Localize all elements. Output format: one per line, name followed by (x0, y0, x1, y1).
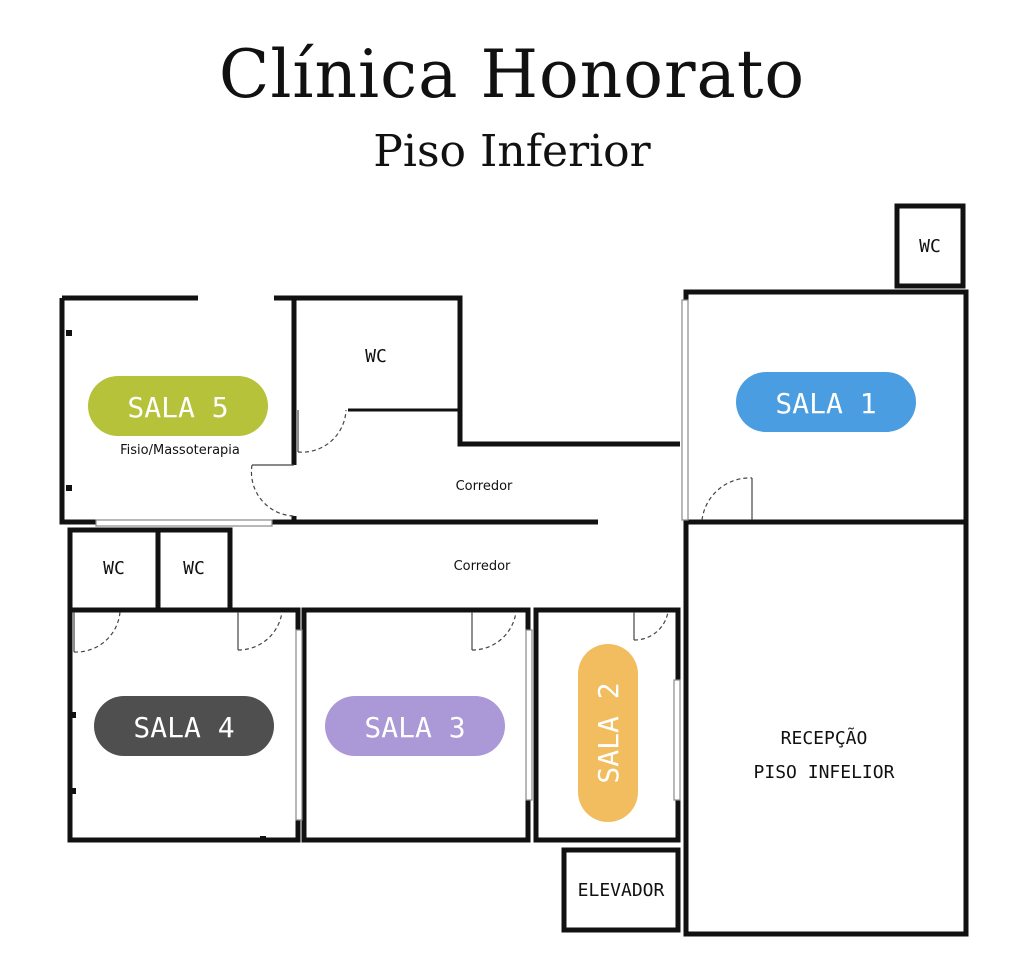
wc-label-top: WC (919, 236, 941, 257)
sala4-pill (94, 696, 274, 756)
sala1-label: SALA 1 (775, 387, 876, 420)
wc-label-lower-right: WC (183, 558, 205, 579)
wall-elevador (561, 847, 681, 933)
sala5-sub-label: Fisio/Massoterapia (120, 443, 240, 458)
wall-mark (66, 330, 72, 336)
door-sala3 (471, 611, 517, 651)
wall-wc-top (894, 203, 966, 289)
wall-mark (70, 712, 76, 718)
window-sala5 (95, 519, 273, 527)
wall-wc-upper (294, 295, 680, 447)
sala1-pill (736, 372, 916, 432)
wall-mark (70, 788, 76, 794)
sala5-label: SALA 5 (127, 391, 228, 424)
window-sala1 (681, 299, 689, 521)
door-sala2 (633, 611, 669, 641)
wall-sala2 (533, 607, 681, 843)
recepcao-label-line2: PISO INFELIOR (754, 762, 895, 783)
wc-label-upper: WC (365, 346, 387, 367)
sala5-pill (88, 376, 268, 436)
wall-wc-lower (67, 527, 233, 613)
page-subtitle: Piso Inferior (373, 126, 651, 177)
sala2-label: SALA 2 (592, 682, 625, 783)
corredor-label-lower: Corredor (454, 559, 511, 574)
window-sala2 (525, 629, 533, 801)
door-wc-upper (297, 409, 347, 453)
window-sala3 (295, 629, 303, 821)
recepcao-label-line1: RECEPÇÃO (781, 727, 868, 749)
elevador-label: ELEVADOR (578, 880, 665, 901)
sala2-pill (578, 644, 638, 822)
wall-recepcao (683, 519, 969, 937)
sala3-label: SALA 3 (364, 711, 465, 744)
sala4-label: SALA 4 (133, 711, 234, 744)
page-title: Clínica Honorato (218, 36, 806, 113)
door-sala5 (250, 464, 295, 517)
wall-mark (260, 836, 266, 842)
wall-sala4 (67, 607, 301, 843)
window-sala2-right (673, 679, 681, 801)
wall-sala3 (301, 607, 531, 843)
door-sala1 (701, 477, 753, 521)
wall-mark (66, 485, 72, 491)
door-sala4 (237, 611, 283, 651)
sala3-pill (325, 696, 505, 756)
corredor-label-upper: Corredor (456, 479, 513, 494)
wc-label-lower-left: WC (103, 558, 125, 579)
door-wc-lower (73, 611, 121, 653)
